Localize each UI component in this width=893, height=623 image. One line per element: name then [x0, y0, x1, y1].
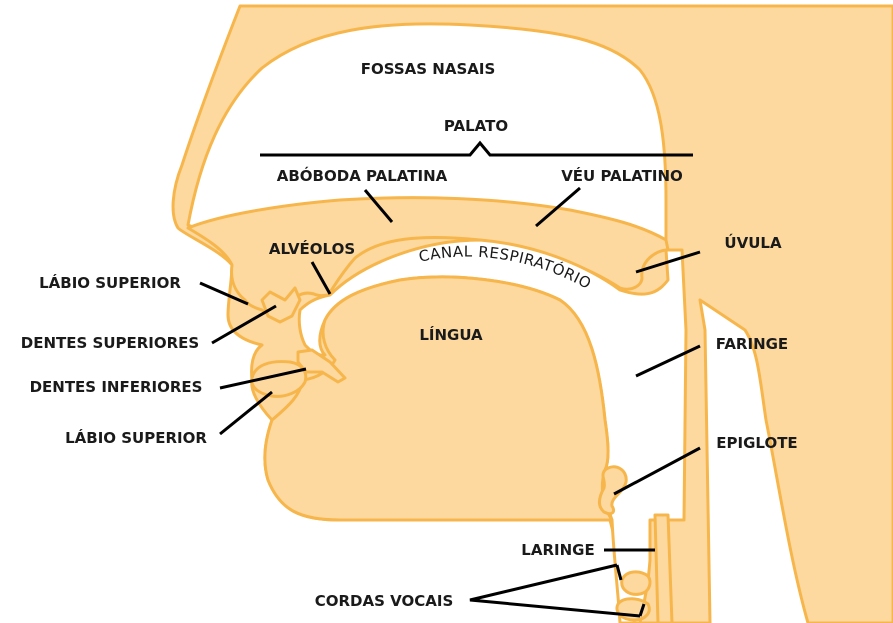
label-labio-inferior: LÁBIO SUPERIOR [65, 428, 207, 447]
leader-alveolos [310, 261, 332, 295]
label-laringe: LARINGE [521, 541, 594, 559]
vocal-cord-upper [620, 570, 652, 596]
leader-cordas-vocais [469, 563, 641, 618]
label-uvula: ÚVULA [724, 233, 782, 252]
palato-brace [260, 140, 693, 157]
label-faringe: FARINGE [716, 335, 788, 353]
label-dentes-superiores: DENTES SUPERIORES [21, 334, 199, 352]
leader-labio-inferior [219, 390, 273, 436]
leader-veu [535, 186, 581, 228]
label-veu-palatino: VÉU PALATINO [561, 166, 683, 185]
leader-uvula [635, 250, 701, 274]
label-labio-superior: LÁBIO SUPERIOR [39, 273, 181, 292]
leader-aboboda [363, 189, 394, 223]
label-cordas-vocais: CORDAS VOCAIS [315, 592, 454, 610]
label-fossas-nasais: FOSSAS NASAIS [361, 60, 496, 78]
label-alveolos: ALVÉOLOS [269, 239, 355, 258]
leader-faringe [635, 344, 701, 378]
lower-lip [250, 360, 308, 398]
lower-teeth [296, 348, 347, 384]
leader-cordas-tick-b [638, 603, 646, 617]
epiglottis [597, 465, 628, 516]
leader-epiglote [613, 446, 701, 496]
larynx-structure [653, 513, 674, 623]
label-aboboda-palatina: ABÓBODA PALATINA [277, 166, 448, 185]
leader-cordas-tick-a [615, 564, 623, 581]
label-lingua: LÍNGUA [419, 325, 483, 344]
leader-dentes-inferiores [219, 367, 307, 390]
leader-labio-superior [199, 281, 249, 306]
leader-dentes-superiores [211, 304, 277, 345]
label-dentes-inferiores: DENTES INFERIORES [30, 378, 203, 396]
upper-teeth [260, 286, 302, 324]
label-epiglote: EPIGLOTE [716, 434, 797, 452]
label-palato: PALATO [444, 117, 508, 135]
